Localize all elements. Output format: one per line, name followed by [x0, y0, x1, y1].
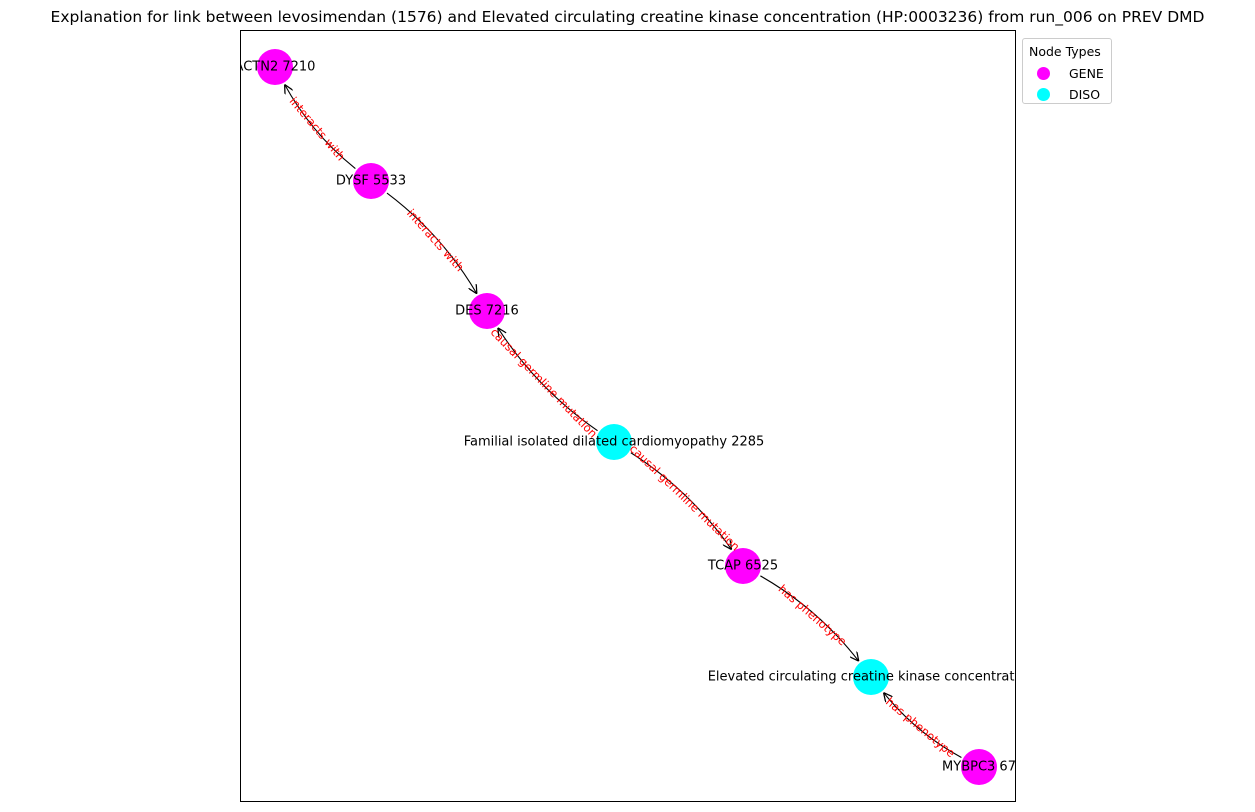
edge-fidc-des — [498, 328, 598, 432]
node-label: Elevated circulating creatine kinase con… — [708, 670, 1035, 685]
node-label: Familial isolated dilated cardiomyopathy… — [464, 435, 765, 450]
edge-label: interacts with — [404, 206, 467, 274]
edge-label: has phenotype — [883, 695, 958, 761]
node-label: TCAP 6525 — [707, 559, 778, 574]
node-actn2 — [257, 49, 293, 85]
node-label: MYBPC3 67 — [942, 760, 1016, 775]
legend: Node Types GENE DISO — [1022, 38, 1112, 104]
edge-dysf-actn2 — [285, 85, 356, 169]
node-label: DYSF 5533 — [336, 174, 406, 189]
edge-mybpc3-eccc — [884, 693, 962, 758]
legend-label: DISO — [1069, 86, 1101, 102]
chart-title: Explanation for link between levosimenda… — [50, 8, 1205, 26]
node-tcap — [725, 548, 761, 584]
edge-tcap-eccc — [760, 575, 858, 661]
legend-label: GENE — [1069, 65, 1104, 81]
diso-marker-icon — [1037, 87, 1050, 101]
node-mybpc3 — [961, 749, 997, 785]
node-label: ACTN2 7210 — [235, 60, 316, 75]
plot-frame — [240, 30, 1016, 802]
gene-marker-icon — [1037, 66, 1050, 80]
edge-label: causal germline mutation — [488, 325, 600, 440]
node-label: DES 7216 — [455, 304, 519, 319]
legend-item-gene: GENE — [1037, 65, 1104, 81]
node-dysf — [353, 163, 389, 199]
edge-label: interacts with — [287, 94, 348, 163]
node-fidc — [596, 424, 632, 460]
edge-label: causal germline mutation — [627, 442, 743, 554]
legend-title: Node Types — [1029, 44, 1101, 59]
edge-fidc-tcap — [630, 452, 732, 550]
legend-item-diso: DISO — [1037, 86, 1100, 102]
edge-dysf-des — [386, 192, 477, 294]
node-eccc — [853, 659, 889, 695]
node-des — [469, 293, 505, 329]
edge-label: has phenotype — [776, 582, 850, 649]
